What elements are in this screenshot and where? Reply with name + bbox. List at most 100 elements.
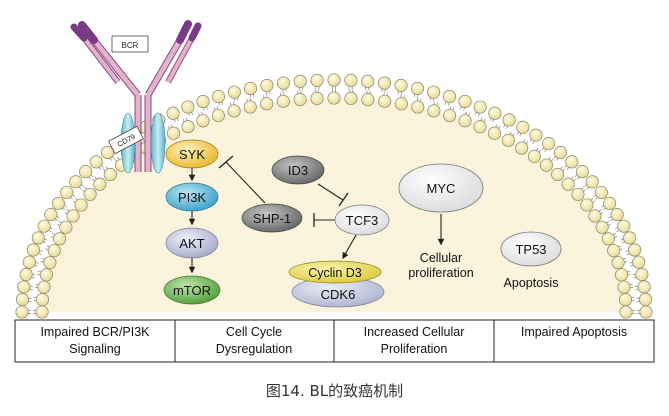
cyclin-d3-label: Cyclin D3 [308,266,362,280]
category-1-line2: Signaling [69,342,120,356]
lipid-head [44,208,58,222]
lipid-head [310,73,324,87]
lipid-head [635,267,649,282]
lipid-head [43,256,57,270]
lipid-head [427,85,441,99]
lipid-head [22,255,36,269]
lipid-head [196,94,210,108]
outcome-apoptosis: Apoptosis [504,276,559,290]
lipid-head [361,74,375,88]
lipid-head [181,100,195,114]
lipid-head [260,97,274,111]
lipid-head [243,81,258,96]
lipid-head [327,73,341,87]
lipid-head [310,91,324,105]
node-tcf3: TCF3 [334,204,390,236]
lipid-head [473,100,487,114]
bcr-label: BCR [122,41,139,50]
lipid-head [344,73,358,87]
category-table: Impaired BCR/PI3K Signaling Cell Cycle D… [14,319,655,363]
lipid-head [443,108,457,123]
lipid-head [458,94,472,108]
figure-caption: 图14. BL的致癌机制 [265,382,404,400]
lipid-head [610,208,624,222]
lipid-head [539,158,553,172]
lipid-head [619,305,633,319]
lipid-head [516,120,530,134]
inhibit-id3-tcf3-bar [338,192,349,207]
lipid-head [243,100,257,114]
lipid-head [411,100,425,114]
tp53-label: TP53 [515,242,546,257]
lipid-head [26,243,40,257]
lipid-head [39,268,53,282]
lipid-head [51,196,65,210]
lipid-head [227,85,241,99]
lipid-head [37,280,51,294]
lipid-head [31,231,45,245]
lipid-head [553,145,568,160]
pathway-connectors [188,155,445,274]
syk-label: SYK [179,147,205,162]
node-id3: ID3 [271,155,325,185]
lipid-head [37,219,51,233]
category-3-line2: Proliferation [381,342,448,356]
lipid-head [93,177,107,191]
cdk6-label: CDK6 [321,287,356,302]
lipid-head [458,114,472,128]
akt-label: AKT [179,236,204,251]
lipid-head [74,198,88,212]
lipid-head [442,89,457,104]
lipid-head [276,76,291,90]
lipid-head [551,167,565,181]
lipid-head [632,255,646,269]
inhibit-shp1-syk [225,161,266,204]
lipid-head [588,209,602,223]
lipid-head [66,209,80,223]
outcome-cellular-line1: Cellular [420,251,462,265]
lipid-head [293,74,307,88]
lipid-head [594,185,608,199]
lipid-head [427,104,441,118]
lipid-head [615,268,629,282]
lipid-head [628,243,642,257]
lipid-head [527,149,541,163]
lipid-head [327,91,341,105]
node-pi3k: PI3K [165,182,219,212]
lipid-head [35,293,50,307]
lipid-head [607,244,621,258]
lipid-head [47,244,61,258]
lipid-head [561,177,575,191]
lipid-bilayer-membrane [15,73,653,319]
lipid-head [83,187,97,201]
lipid-head [17,280,31,294]
lipid-head [637,280,651,294]
lipid-head [15,305,29,319]
node-shp1: SHP-1 [241,203,303,233]
lipid-head [611,256,625,270]
lipid-head [473,120,487,134]
lipid-head [103,167,117,181]
lipid-head [19,267,33,282]
category-2-line1: Cell Cycle [226,325,282,339]
lipid-head [293,92,307,106]
myc-label: MYC [427,181,456,196]
tcf3-label: TCF3 [346,213,379,228]
lipid-head [60,185,74,199]
lipid-head [276,94,290,108]
lipid-head [575,165,589,179]
lipid-head [571,187,585,201]
shp1-label: SHP-1 [253,211,291,226]
outcome-cellular-line2: proliferation [408,266,473,280]
category-2-line2: Dysregulation [216,342,292,356]
lipid-head [361,92,375,106]
node-mtor: mTOR [163,275,221,305]
lipid-head [617,280,631,294]
bcr-label-box [111,35,149,53]
lipid-head [595,220,609,234]
lipid-head [260,78,274,92]
lipid-head [69,175,83,189]
category-3-line1: Increased Cellular [364,325,465,339]
lipid-head [394,78,408,92]
